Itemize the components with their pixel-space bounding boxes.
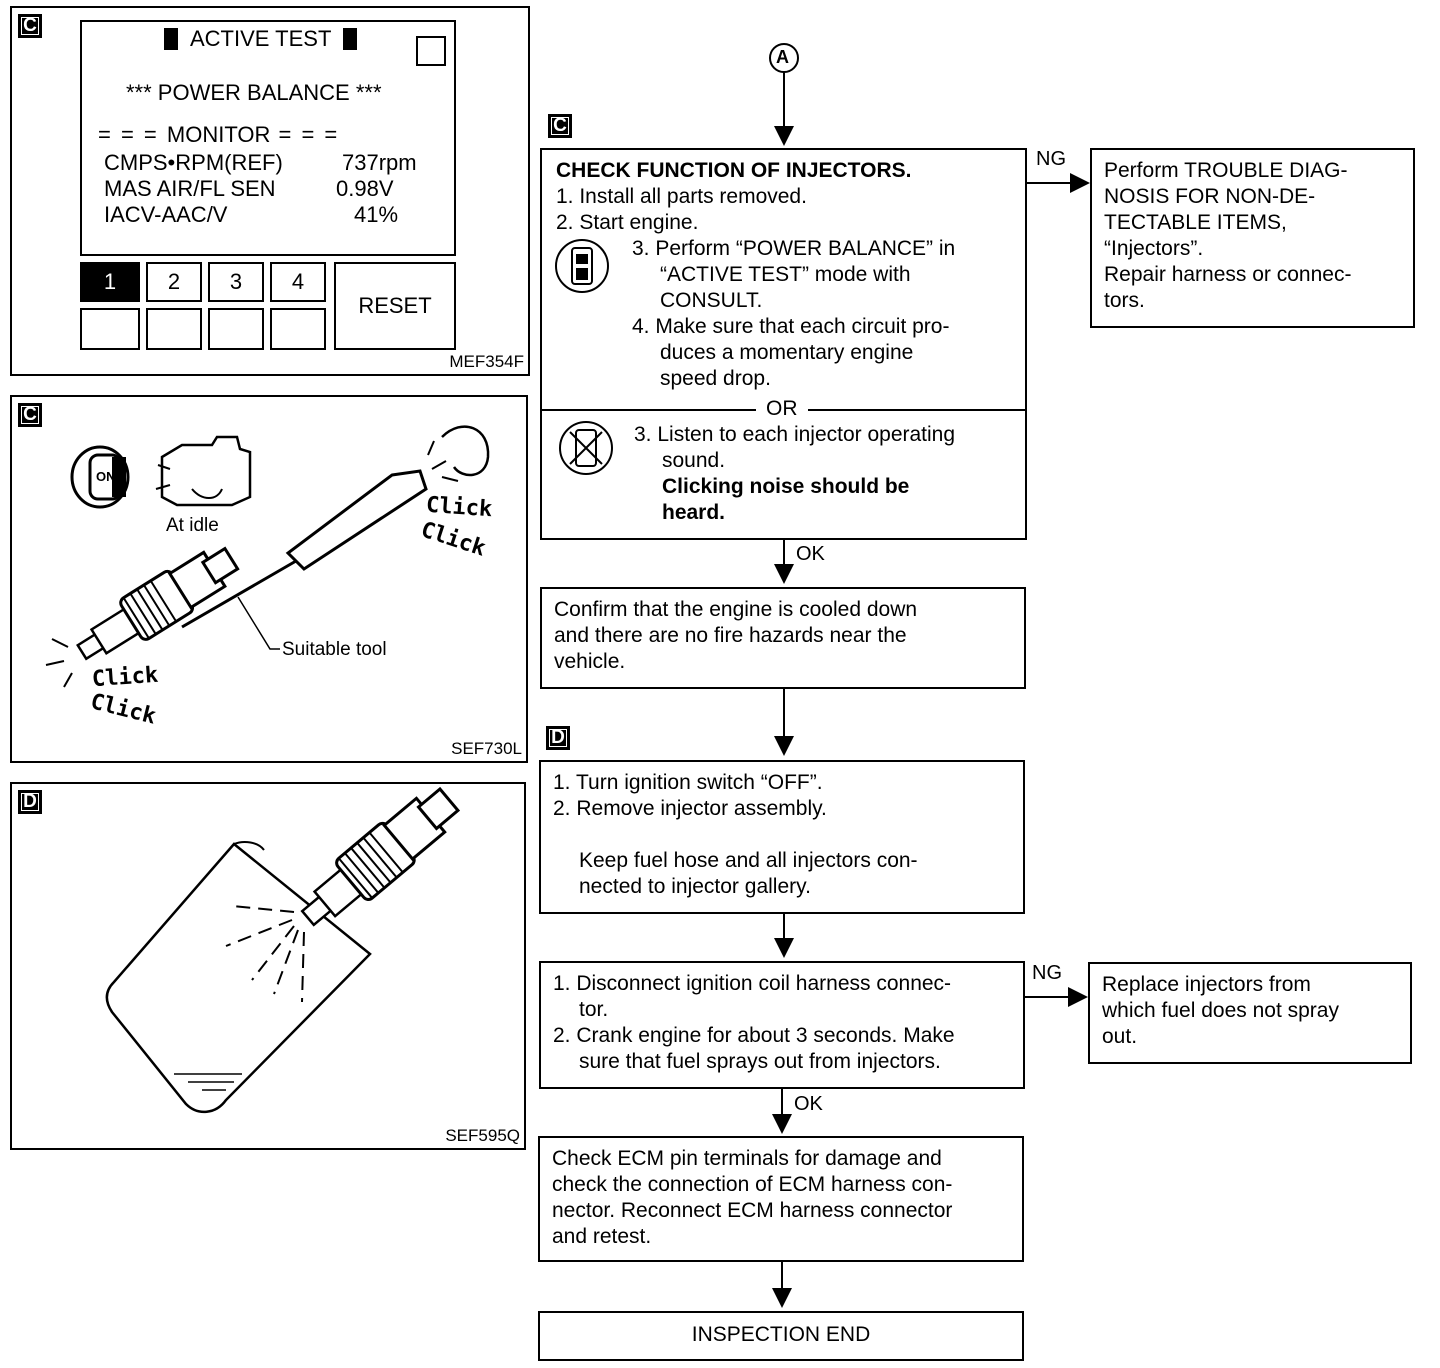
check-step: duces a momentary engine [660,341,914,364]
fuel-spray-illustration [105,786,461,1113]
check-step: 3. Perform “POWER BALANCE” in [632,237,956,260]
monitor-value: 737rpm [342,150,417,175]
box-line: and there are no fire hazards near the [554,624,907,647]
connector-a: A [776,47,789,67]
box-line: Keep fuel hose and all injectors con- [579,849,918,872]
box-line: sure that fuel sprays out from injectors… [579,1050,941,1073]
blank-button[interactable] [270,308,326,350]
check-step: “ACTIVE TEST” mode with [660,263,911,286]
check-step: 4. Make sure that each circuit pro- [632,315,950,338]
check-note: Clicking noise should be [662,475,910,498]
box-line: 1. Turn ignition switch “OFF”. [553,771,823,794]
box-line: nected to injector gallery. [579,875,811,898]
box-line: 2. Remove injector assembly. [553,797,827,820]
suitable-tool-label: Suitable tool [282,639,387,660]
consult-icon [555,239,609,293]
box-line: out. [1102,1025,1138,1048]
figure-injector-sound: C ON At idle Suitable tool Click [10,395,528,763]
replace-injectors-box: Replace injectors from which fuel does n… [1088,962,1412,1064]
figure-consult-screen: C ACTIVE TEST *** POWER BALANCE *** = = … [10,6,530,376]
trouble-diagnosis-box: Perform TROUBLE DIAG- NOSIS FOR NON-DE- … [1090,148,1415,328]
box-line: and retest. [552,1225,652,1248]
check-note: heard. [662,501,726,524]
screen-subtitle: *** POWER BALANCE *** [126,80,382,105]
ok-label: OK [796,543,825,565]
check-step: 3. Listen to each injector operating [634,423,956,446]
check-step: speed drop. [660,367,771,390]
ok-label: OK [794,1093,823,1115]
monitor-value: 0.98V [336,176,394,201]
monitor-value: 41% [354,202,399,227]
no-consult-icon [559,421,613,475]
key-on-label: ON [96,469,116,484]
blank-button[interactable] [208,308,264,350]
box-line: tors. [1104,289,1145,312]
box-line: NOSIS FOR NON-DE- [1104,185,1316,208]
box-line: nector. Reconnect ECM harness connector [552,1199,953,1222]
monitor-row: MAS AIR/FL SEN [104,176,276,201]
box-line: Perform TROUBLE DIAG- [1104,159,1348,182]
cylinder-button-1[interactable]: 1 [80,262,140,302]
section-tag-d: D [18,790,42,814]
check-step: sound. [662,449,726,472]
box-line: which fuel does not spray [1102,999,1339,1022]
check-step: CONSULT. [660,289,763,312]
figure-code: MEF354F [449,352,524,371]
or-label: OR [756,396,808,422]
confirm-box: Confirm that the engine is cooled down a… [540,587,1026,689]
screen-title: ACTIVE TEST [164,26,358,52]
monitor-row: IACV-AAC/V [104,202,228,227]
remove-injector-box: 1. Turn ignition switch “OFF”. 2. Remove… [539,760,1025,914]
cylinder-button-2[interactable]: 2 [146,262,202,302]
injector-sound-illustration [45,425,490,688]
box-line: Replace injectors from [1102,973,1311,996]
figure-fuel-spray: D SEF595Q [10,782,526,1150]
monitor-row: CMPS•RPM(REF) [104,150,283,175]
blank-button[interactable] [80,308,140,350]
box-line: Repair harness or connec- [1104,263,1352,286]
box-line: check the connection of ECM harness con- [552,1173,953,1196]
box-line: vehicle. [554,650,626,673]
box-line: “Injectors”. [1104,237,1204,260]
check-title: CHECK FUNCTION OF INJECTORS. [556,159,912,182]
section-tag-c: C [18,403,42,427]
inspection-end-box: INSPECTION END [538,1311,1024,1361]
screen-checkbox [416,36,446,66]
crank-engine-box: 1. Disconnect ignition coil harness conn… [539,961,1025,1089]
box-line: tor. [579,998,609,1021]
box-spacer [553,822,1011,848]
box-line: Confirm that the engine is cooled down [554,598,918,621]
box-line: 1. Disconnect ignition coil harness conn… [553,972,952,995]
section-tag-c: C [548,114,572,138]
blank-button[interactable] [146,308,202,350]
cylinder-button-4[interactable]: 4 [270,262,326,302]
check-ecm-box: Check ECM pin terminals for damage and c… [538,1136,1024,1262]
ng-label: NG [1032,962,1062,984]
monitor-heading: = = = MONITOR = = = [98,122,340,147]
section-tag-d: D [546,726,570,750]
check-injectors-box: CHECK FUNCTION OF INJECTORS. 1. Install … [540,148,1027,540]
check-step: 1. Install all parts removed. [556,185,807,208]
figure-code: SEF730L [451,739,522,758]
box-line: Check ECM pin terminals for damage and [552,1147,942,1170]
at-idle-label: At idle [166,515,219,536]
check-step: 2. Start engine. [556,211,699,234]
consult-display: ACTIVE TEST *** POWER BALANCE *** = = = … [80,20,456,256]
box-line: TECTABLE ITEMS, [1104,211,1287,234]
ng-label: NG [1036,148,1066,170]
box-line: 2. Crank engine for about 3 seconds. Mak… [553,1024,955,1047]
section-tag-c: C [18,14,42,38]
figure-code: SEF595Q [445,1126,520,1145]
reset-button[interactable]: RESET [334,262,456,350]
cylinder-button-3[interactable]: 3 [208,262,264,302]
